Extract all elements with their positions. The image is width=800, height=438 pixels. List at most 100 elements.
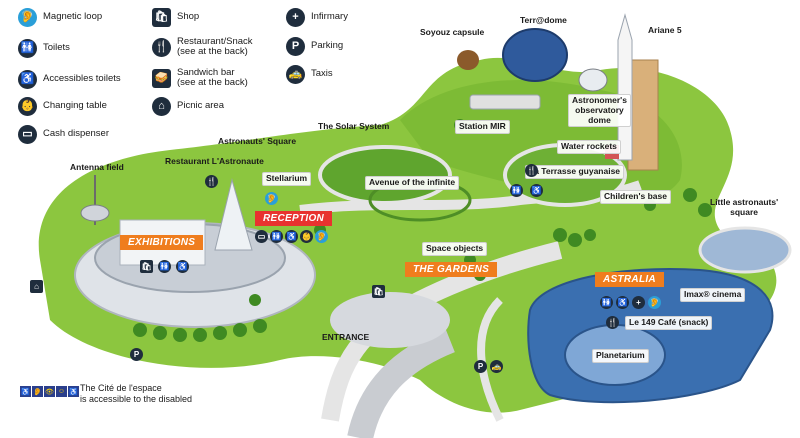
magnetic-loop-icon: 🦻 <box>18 8 37 27</box>
label-antenna-field: Antenna field <box>70 162 124 172</box>
antenna-dish <box>80 204 110 222</box>
legend-label: Taxis <box>311 68 333 80</box>
picnic-area-icon: ⌂ <box>152 97 171 116</box>
shop-icon: 🛍 <box>152 8 171 27</box>
label-astronomers-dome: Astronomer's observatory dome <box>568 94 631 128</box>
magnetic-loop-icon: 🦻 <box>648 296 661 309</box>
visual-icon: 👁 <box>44 386 55 397</box>
accessibility-text: The Cité de l'espace is accessible to th… <box>80 383 193 404</box>
solar-system-circle <box>318 145 452 205</box>
restaurant-icon: 🍴 <box>525 164 538 177</box>
cash-dispenser-icon: ▭ <box>255 230 268 243</box>
legend-label: Magnetic loop <box>43 11 103 23</box>
sandwich-bar-icon: 🥪 <box>152 68 171 88</box>
label-water-rockets: Water rockets <box>557 140 621 154</box>
legend-label: Parking <box>311 40 344 52</box>
restaurant-icon: 🍴 <box>152 37 171 57</box>
label-planetarium: Planetarium <box>592 349 649 363</box>
accessibility-icon: ♿ <box>20 386 31 397</box>
picnic-area-icon: ⌂ <box>30 280 43 293</box>
infirmary-icon: + <box>286 8 305 27</box>
restaurant-icon: 🍴 <box>606 316 619 329</box>
legend-cash-dispenser: ▭ Cash dispenser <box>18 125 109 144</box>
hearing-icon: 👂 <box>32 386 43 397</box>
accessible-toilets-icon: ♿ <box>176 260 189 273</box>
magnetic-loop-icon: 🦻 <box>265 192 278 205</box>
toilets-icon: 🚻 <box>270 230 283 243</box>
infirmary-icon: + <box>632 296 645 309</box>
wheelchair-icon: ♿ <box>68 386 79 397</box>
ribbon-reception: RECEPTION <box>255 211 333 226</box>
restaurant-icon: 🍴 <box>205 175 218 188</box>
label-avenue-infinite: Avenue of the infinite <box>365 176 460 190</box>
legend-magnetic-loop: 🦻 Magnetic loop <box>18 8 102 27</box>
toilets-icon: 🚻 <box>510 184 523 197</box>
legend-label: Infirmary <box>311 11 348 23</box>
toilets-icon: 🚻 <box>18 39 37 58</box>
astronomer-dome-shape <box>578 68 608 92</box>
terradome-dome <box>502 28 568 82</box>
parking-icon: P <box>286 37 305 56</box>
label-space-objects: Space objects <box>422 242 488 256</box>
soyouz-capsule-shape <box>457 50 479 70</box>
entrance-plaza <box>330 292 450 348</box>
accessible-toilets-icon: ♿ <box>18 70 37 89</box>
ariane-rocket <box>617 13 633 161</box>
legend-shop: 🛍 Shop <box>152 8 199 27</box>
changing-table-icon: 👶 <box>18 97 37 116</box>
legend-accessible-toilets: ♿ Accessibles toilets <box>18 70 121 89</box>
label-little-astronauts-square: Little astronauts' square <box>710 197 779 217</box>
legend-restaurant: 🍴 Restaurant/Snack (see at the back) <box>152 36 253 58</box>
taxis-icon: 🚕 <box>490 360 503 373</box>
label-entrance: ENTRANCE <box>322 332 370 342</box>
entrance-road <box>347 327 455 438</box>
legend-infirmary: + Infirmary <box>286 8 348 27</box>
toilets-icon: 🚻 <box>600 296 613 309</box>
magnetic-loop-icon: 🦻 <box>315 230 328 243</box>
stellarium-pyramid <box>214 178 253 251</box>
taxis-icon: 🚕 <box>286 65 305 84</box>
accessibility-logos: ♿ 👂 👁 ☺ ♿ <box>20 386 79 397</box>
label-station-mir: Station MIR <box>455 120 510 134</box>
side-path <box>477 297 504 422</box>
label-cafe-149: Le 149 Café (snack) <box>625 316 713 330</box>
label-terradome: Terr@dome <box>520 15 567 25</box>
legend-parking: P Parking <box>286 37 343 56</box>
label-astronauts-square: Astronauts' Square <box>218 136 297 146</box>
cash-dispenser-icon: ▭ <box>18 125 37 144</box>
toilets-icon: 🚻 <box>158 260 171 273</box>
label-solar-system: The Solar System <box>318 121 390 131</box>
legend-sandwich-bar: 🥪 Sandwich bar (see at the back) <box>152 67 248 89</box>
mir-station <box>469 94 541 110</box>
parking-icon: P <box>130 348 143 361</box>
accessible-toilets-icon: ♿ <box>530 184 543 197</box>
legend-picnic-area: ⌂ Picnic area <box>152 97 224 116</box>
legend-label: Restaurant/Snack (see at the back) <box>177 36 253 58</box>
changing-table-icon: 👶 <box>300 230 313 243</box>
shop-icon: 🛍 <box>372 285 385 298</box>
ribbon-astralia: ASTRALIA <box>595 272 664 287</box>
label-imax-cinema: Imax® cinema <box>680 288 746 302</box>
little-astronauts-square-area <box>698 226 792 274</box>
legend-label: Sandwich bar (see at the back) <box>177 67 248 89</box>
legend-label: Shop <box>177 11 200 23</box>
label-stellarium: Stellarium <box>262 172 312 186</box>
mental-icon: ☺ <box>56 386 67 397</box>
ribbon-gardens: THE GARDENS <box>405 262 498 277</box>
legend-toilets: 🚻 Toilets <box>18 39 70 58</box>
label-restaurant-astronaute: Restaurant L'Astronaute <box>165 156 264 166</box>
legend-label: Picnic area <box>177 100 224 112</box>
parking-icon: P <box>474 360 487 373</box>
label-soyouz-capsule: Soyouz capsule <box>420 27 485 37</box>
legend-label: Accessibles toilets <box>43 73 121 85</box>
label-ariane5: Ariane 5 <box>648 25 682 35</box>
legend-taxis: 🚕 Taxis <box>286 65 333 84</box>
legend-label: Changing table <box>43 100 107 112</box>
accessible-toilets-icon: ♿ <box>285 230 298 243</box>
legend-changing-table: 👶 Changing table <box>18 97 107 116</box>
ribbon-exhibitions: EXHIBITIONS <box>120 235 204 250</box>
legend-label: Toilets <box>43 42 70 54</box>
shop-icon: 🛍 <box>140 260 153 273</box>
accessible-toilets-icon: ♿ <box>616 296 629 309</box>
